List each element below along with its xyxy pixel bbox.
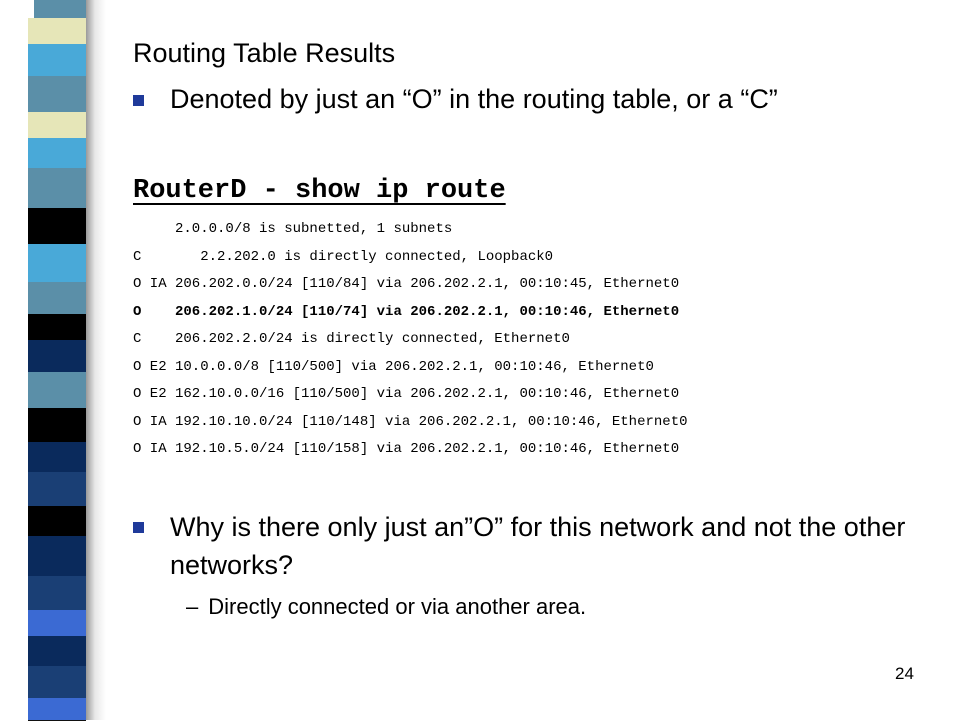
bullet-item-2: Why is there only just an”O” for this ne…	[133, 508, 923, 584]
route-line: C 2.2.202.0 is directly connected, Loopb…	[133, 248, 554, 265]
decorative-stripe	[28, 442, 86, 473]
decorative-stripe	[28, 18, 86, 45]
decorative-stripe	[28, 244, 86, 283]
bullet-2-text: Why is there only just an”O” for this ne…	[170, 512, 906, 580]
decorative-stripe	[28, 536, 86, 577]
route-line: O E2 10.0.0.0/8 [110/500] via 206.202.2.…	[133, 358, 654, 375]
route-line: C 206.202.2.0/24 is directly connected, …	[133, 331, 570, 347]
square-bullet-icon	[133, 522, 144, 533]
sub-bullet-text: Directly connected or via another area.	[208, 594, 587, 619]
route-line: O IA 192.10.5.0/24 [110/158] via 206.202…	[133, 441, 680, 457]
route-line: O 206.202.1.0/24 [110/74] via 206.202.2.…	[133, 303, 680, 320]
decorative-stripe	[28, 340, 86, 373]
decorative-stripe-bar	[28, 0, 86, 721]
decorative-stripe	[28, 168, 86, 209]
decorative-stripe	[28, 314, 86, 341]
command-heading: RouterD - show ip route	[133, 176, 506, 206]
route-line: O IA 192.10.10.0/24 [110/148] via 206.20…	[133, 413, 688, 430]
decorative-stripe	[28, 138, 86, 169]
bullet-1-text: Denoted by just an “O” in the routing ta…	[170, 84, 778, 114]
decorative-stripe	[28, 44, 86, 77]
decorative-stripe	[28, 472, 86, 507]
sub-bullet-item: –Directly connected or via another area.	[186, 594, 586, 620]
square-bullet-icon	[133, 95, 144, 106]
route-line: O E2 162.10.0.0/16 [110/500] via 206.202…	[133, 386, 680, 402]
decorative-stripe	[28, 610, 86, 637]
decorative-stripe	[28, 112, 86, 139]
route-line: O IA 206.202.0.0/24 [110/84] via 206.202…	[133, 276, 680, 292]
bullet-item-1: Denoted by just an “O” in the routing ta…	[133, 84, 778, 115]
routing-table-output: 2.0.0.0/8 is subnetted, 1 subnets C 2.2.2…	[133, 216, 688, 464]
decorative-stripe	[28, 636, 86, 667]
route-line: 2.0.0.0/8 is subnetted, 1 subnets	[133, 221, 453, 237]
decorative-stripe	[28, 208, 86, 245]
decorative-stripe	[28, 372, 86, 409]
decorative-stripe	[34, 0, 86, 19]
decorative-stripe	[28, 576, 86, 611]
page-number: 24	[895, 664, 914, 683]
dash-bullet: –	[186, 594, 199, 619]
decorative-stripe	[28, 76, 86, 113]
decorative-stripe	[28, 666, 86, 699]
slide-title: Routing Table Results	[133, 38, 396, 68]
decorative-stripe	[28, 698, 86, 721]
decorative-stripe	[28, 408, 86, 443]
decorative-stripe	[28, 282, 86, 315]
decorative-edge-shadow	[86, 0, 106, 720]
decorative-stripe	[28, 506, 86, 537]
